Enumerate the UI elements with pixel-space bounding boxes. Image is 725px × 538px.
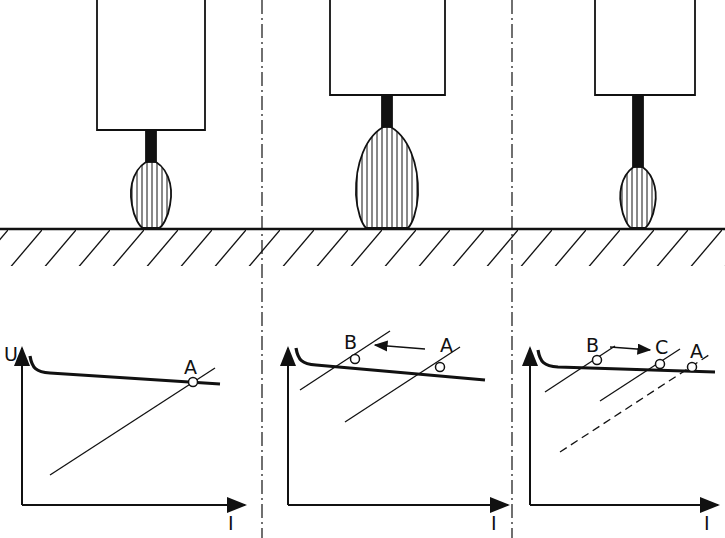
point-label: A xyxy=(440,336,453,355)
point-label: C xyxy=(655,338,668,357)
axis-label: U xyxy=(4,345,18,364)
axis-label: I xyxy=(491,514,497,533)
point-label: B xyxy=(344,333,357,352)
point-label: A xyxy=(184,358,197,377)
point-label: A xyxy=(690,342,703,361)
separator xyxy=(262,0,512,538)
torch xyxy=(97,0,205,228)
shift-arrow xyxy=(375,345,650,350)
point-label: B xyxy=(586,336,599,355)
axis-label: I xyxy=(704,514,710,533)
torch xyxy=(330,0,445,228)
source-curve xyxy=(30,348,715,384)
workpiece-hatch xyxy=(0,230,725,266)
arc-line xyxy=(50,331,712,475)
operating-point xyxy=(189,355,697,387)
workpiece-surface xyxy=(0,228,725,230)
axes xyxy=(22,348,718,505)
axis-label: I xyxy=(228,514,234,533)
torch xyxy=(595,0,695,228)
